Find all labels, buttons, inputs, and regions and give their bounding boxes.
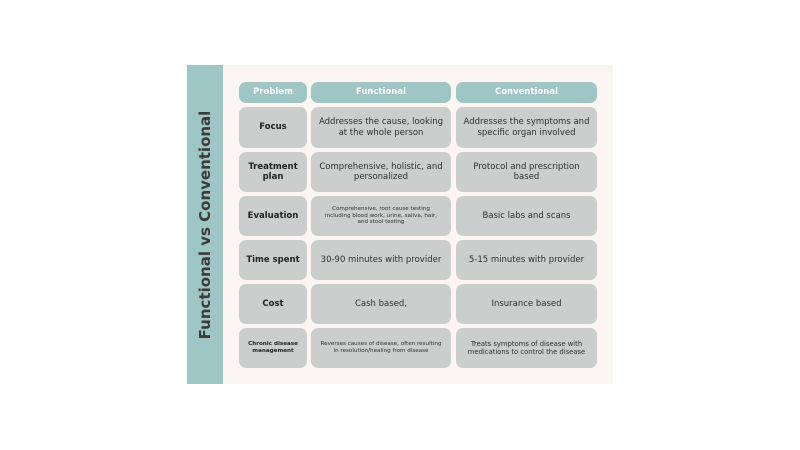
- cell-functional-chronic-disease-management: Reverses causes of disease, often result…: [311, 328, 451, 368]
- header-conventional: Conventional: [456, 82, 597, 103]
- comparison-card: Functional vs Conventional Problem Funct…: [187, 65, 613, 384]
- cell-conventional-chronic-disease-management: Treats symptoms of disease with medicati…: [456, 328, 597, 368]
- cell-functional-cost: Cash based,: [311, 284, 451, 324]
- row-label-evaluation: Evaluation: [239, 196, 307, 236]
- cell-functional-evaluation: Comprehensive, root cause testing includ…: [311, 196, 451, 236]
- row-label-cost: Cost: [239, 284, 307, 324]
- sidebar-band: Functional vs Conventional: [187, 65, 223, 384]
- cell-conventional-focus: Addresses the symptoms and specific orga…: [456, 107, 597, 148]
- cell-conventional-evaluation: Basic labs and scans: [456, 196, 597, 236]
- cell-conventional-cost: Insurance based: [456, 284, 597, 324]
- header-functional: Functional: [311, 82, 451, 103]
- cell-functional-focus: Addresses the cause, looking at the whol…: [311, 107, 451, 148]
- cell-functional-time-spent: 30-90 minutes with provider: [311, 240, 451, 280]
- row-label-focus: Focus: [239, 107, 307, 148]
- row-label-time-spent: Time spent: [239, 240, 307, 280]
- row-label-treatment-plan: Treatment plan: [239, 152, 307, 192]
- cell-conventional-treatment-plan: Protocol and prescription based: [456, 152, 597, 192]
- cell-conventional-time-spent: 5-15 minutes with provider: [456, 240, 597, 280]
- sidebar-title: Functional vs Conventional: [196, 110, 214, 340]
- cell-functional-treatment-plan: Comprehensive, holistic, and personalize…: [311, 152, 451, 192]
- header-problem: Problem: [239, 82, 307, 103]
- row-label-chronic-disease-management: Chronic disease management: [239, 328, 307, 368]
